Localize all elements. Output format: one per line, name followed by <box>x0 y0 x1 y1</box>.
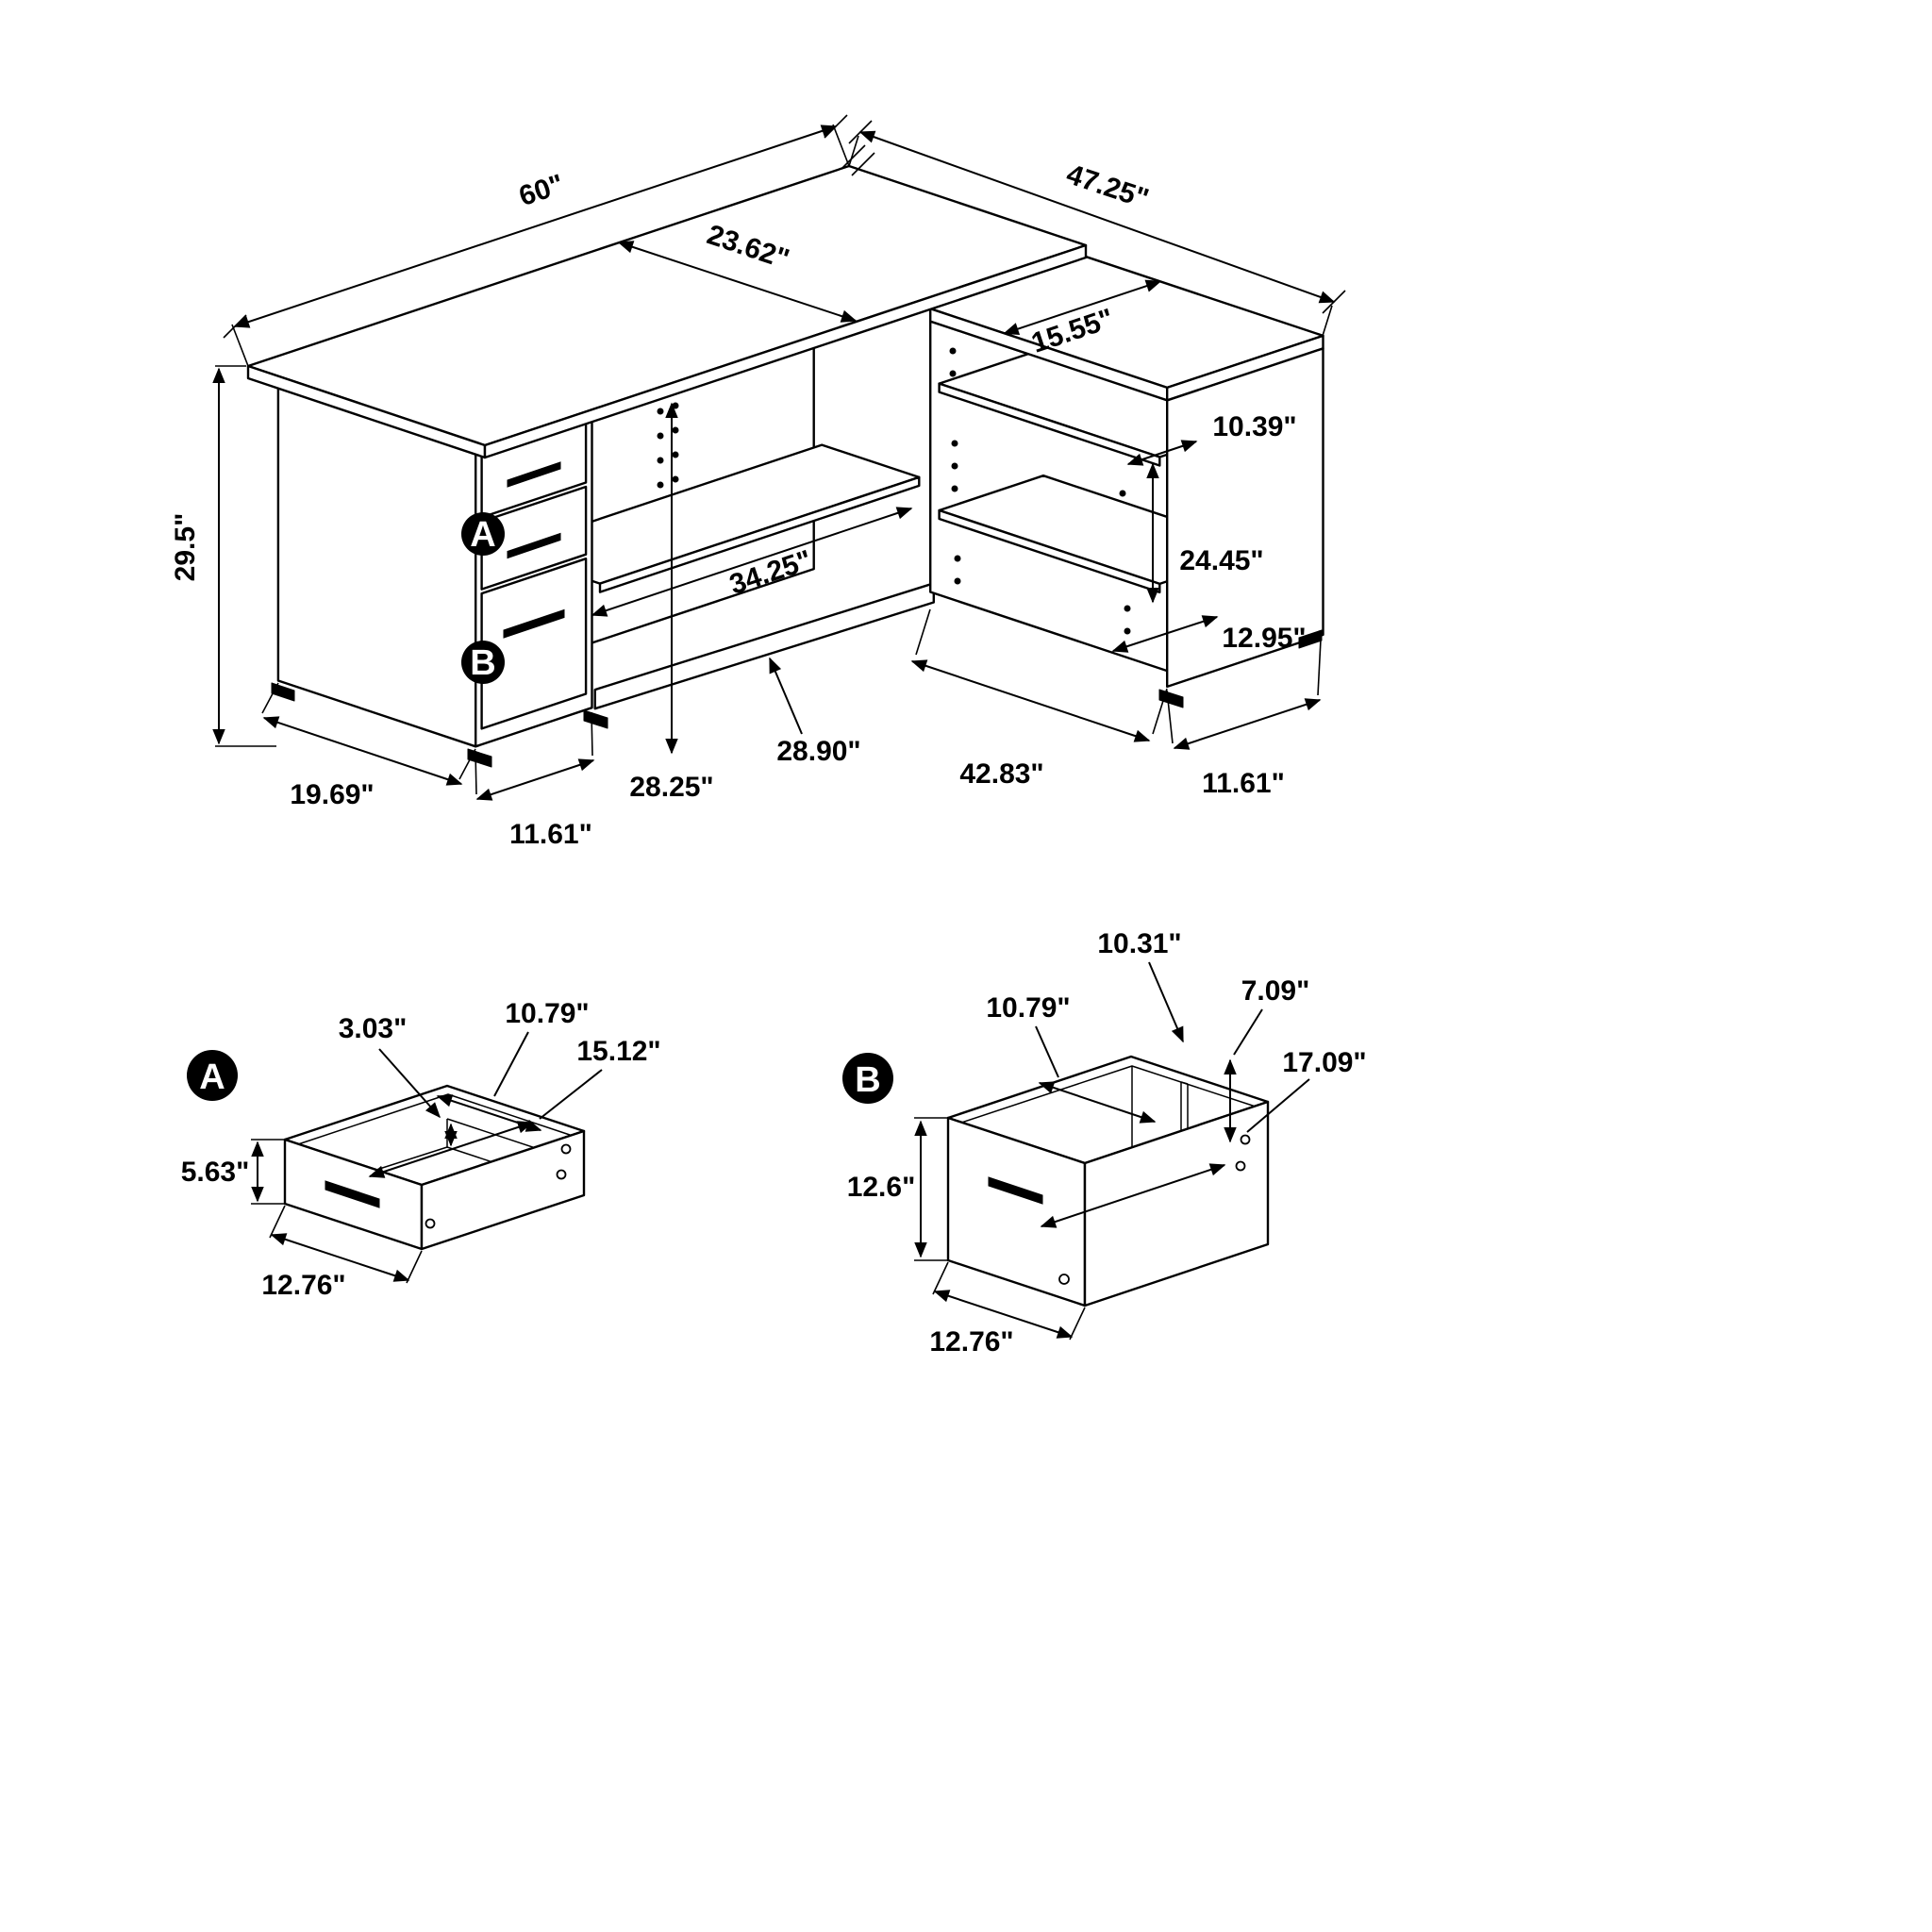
return-shelf-2-edge <box>938 508 1161 594</box>
dim-shelf-opening-height: 24.45" <box>1179 545 1263 576</box>
drawer-2-handle <box>507 532 561 559</box>
return-top-edge-front <box>1166 334 1324 402</box>
drawer-b-detail: B 12.6" 12.7 <box>842 928 1367 1357</box>
badge-b-detail-letter: B <box>855 1060 880 1100</box>
dim-overall-height: 29.5" <box>170 513 201 582</box>
file-drawer-handle <box>503 608 565 639</box>
dim-pedestal-depth: 19.69" <box>290 779 374 810</box>
badge-b-main: B <box>461 641 505 684</box>
main-desk-view: A B 60" 47.25" 23.62" <box>170 114 1346 850</box>
dim-top-length: 60" <box>515 169 568 212</box>
drawer-1-handle <box>507 461 561 488</box>
dim-return-length: 47.25" <box>1062 158 1152 214</box>
badge-a-detail: A <box>187 1050 238 1101</box>
dim-shelf-bottom-depth: 12.95" <box>1222 623 1306 654</box>
dim-kneehole-width: 28.90" <box>776 736 860 767</box>
drawer-a-screw-holes <box>425 1143 572 1229</box>
dim-return-foot-width: 11.61" <box>1202 768 1285 799</box>
dim-b-rail-height: 7.09" <box>1241 975 1310 1007</box>
dim-kneehole-height: 28.25" <box>629 772 713 803</box>
dim-b-front-height: 12.6" <box>847 1172 916 1203</box>
dim-b-front-width: 12.76" <box>929 1326 1013 1357</box>
dim-return-bottom-length: 42.83" <box>959 758 1043 790</box>
badge-b-detail: B <box>842 1053 893 1104</box>
badge-a-detail-letter: A <box>199 1058 225 1097</box>
drawer-a-handle <box>325 1180 380 1208</box>
drawer-a-dimensions: 5.63" 12.76" 3.03" 10.79" 15.12" <box>181 998 661 1301</box>
dim-a-front-height: 5.63" <box>181 1157 250 1188</box>
badge-a-main: A <box>461 512 505 556</box>
desk-feet <box>271 629 1323 768</box>
drawer-b-dimensions: 12.6" 12.76" 10.31" 7.09" 10.79" 17.09" <box>847 928 1367 1357</box>
dim-b-inner-back-depth: 10.31" <box>1097 928 1181 959</box>
dim-a-front-width: 12.76" <box>261 1270 345 1301</box>
pedestal-drawer-2 <box>480 485 588 591</box>
dim-a-back-height: 3.03" <box>339 1013 408 1044</box>
dim-shelf-top-depth: 10.39" <box>1212 411 1296 442</box>
badge-b-letter: B <box>470 643 495 683</box>
dim-b-inner-depth: 10.79" <box>986 992 1070 1024</box>
drawer-a-detail: A 5.63" <box>181 998 661 1301</box>
dim-b-inner-length: 17.09" <box>1282 1047 1366 1078</box>
dim-a-inner-depth: 10.79" <box>505 998 589 1029</box>
dim-pedestal-foot-width: 11.61" <box>509 819 592 850</box>
dim-a-inner-length: 15.12" <box>576 1036 660 1067</box>
badge-a-letter: A <box>470 515 495 555</box>
drawer-b-screw-holes <box>1058 1134 1251 1285</box>
